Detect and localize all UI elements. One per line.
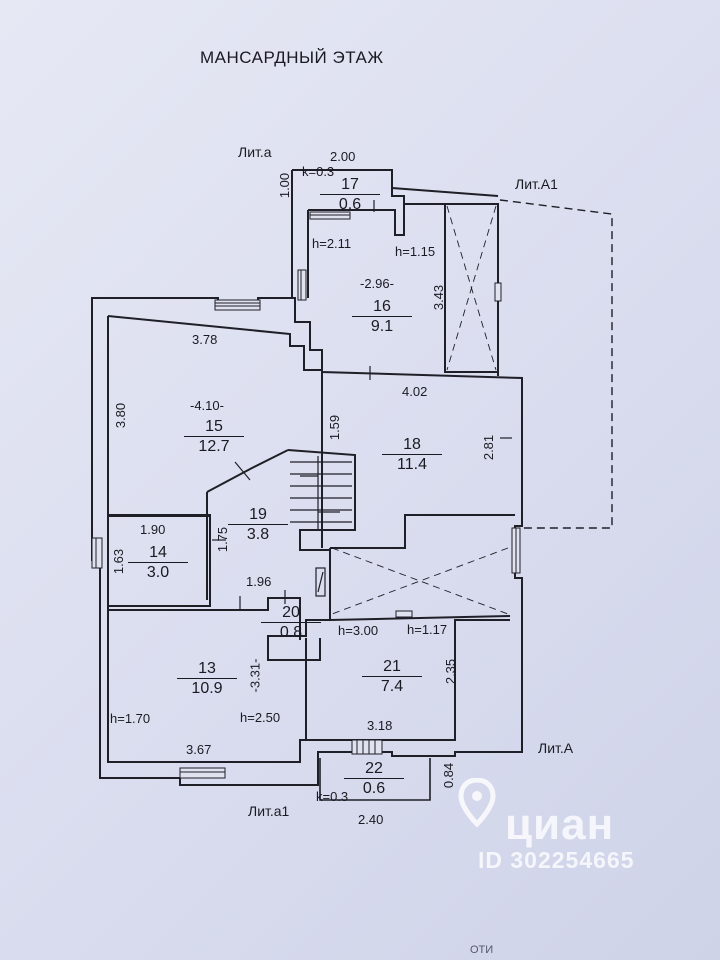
room-17-number: 17: [341, 176, 359, 193]
room-14-area: 3.0: [128, 562, 188, 582]
room-22-number: 22: [365, 760, 383, 777]
watermark-id: ID 302254665: [478, 847, 635, 873]
room-15-area: 12.7: [184, 436, 244, 456]
room-15: 15 12.7: [184, 418, 244, 456]
voids: [331, 205, 509, 615]
dim-1-59: 1.59: [327, 414, 343, 441]
dim-3-78: 3.78: [192, 332, 218, 347]
h-3-00: h=3.00: [338, 623, 379, 638]
room-20-area: 0.8: [261, 622, 321, 642]
lit-a-label: Лит.а: [238, 144, 272, 160]
room-22-area: 0.6: [344, 778, 404, 798]
room-19-area: 3.8: [228, 524, 288, 544]
dim-4-10: -4.10-: [190, 398, 224, 413]
wall-16: [292, 169, 499, 376]
room-16-number: 16: [373, 298, 391, 315]
room-18: 18 11.4: [382, 436, 442, 474]
dim-1-90: 1.90: [140, 522, 166, 537]
room-13: 13 10.9: [177, 660, 237, 698]
page-title: МАНСАРДНЫЙ ЭТАЖ: [200, 48, 384, 67]
room-21: 21 7.4: [362, 658, 422, 696]
dim-3-18: 3.18: [367, 718, 393, 733]
room-16: 16 9.1: [352, 298, 412, 336]
stair-wall: [287, 449, 356, 551]
dim-0-84: 0.84: [441, 762, 457, 789]
dim-2-35: 2.35: [443, 658, 459, 685]
dim-3-80: 3.80: [113, 402, 129, 429]
dim-1-63: 1.63: [111, 548, 127, 575]
dim-2-96: -2.96-: [360, 276, 394, 291]
room-13-area: 10.9: [177, 678, 237, 698]
footer-fragment: ОТИ: [470, 944, 494, 956]
dim-1-96: 1.96: [246, 574, 272, 589]
wall-19-top: [206, 449, 289, 493]
windows: [91, 211, 521, 779]
room-18-number: 18: [403, 436, 421, 453]
inner-wall-left: [107, 316, 307, 763]
wall-13: [108, 597, 301, 640]
dim-3-43: 3.43: [431, 284, 447, 311]
room-13-number: 13: [198, 660, 216, 677]
h-2-11: h=2.11: [312, 236, 352, 251]
h-1-17: h=1.17: [407, 622, 448, 637]
door-ticks: [212, 200, 512, 610]
stairs: [290, 456, 352, 530]
inner-wall-15: [107, 315, 322, 371]
dim-1-00: 1.00: [277, 172, 293, 199]
dim-2-81: 2.81: [481, 434, 497, 461]
dim-2-00: 2.00: [330, 149, 356, 164]
lit-a1-label: Лит.а1: [248, 803, 290, 819]
dim-4-02: 4.02: [402, 384, 428, 399]
k-0-3-top: k=0.3: [302, 164, 335, 179]
room-21-number: 21: [383, 658, 401, 675]
room-14-number: 14: [149, 544, 167, 561]
room-19: 19 3.8: [228, 506, 288, 544]
dim-2-40: 2.40: [358, 812, 384, 827]
room-20: 20 0.8: [261, 604, 321, 642]
room-22: 22 0.6: [344, 760, 404, 798]
room-15-number: 15: [205, 418, 223, 435]
room-17: 17 0.6: [320, 176, 380, 214]
outer-wall: [91, 297, 523, 786]
location-pin-icon: [458, 778, 496, 828]
room-20-number: 20: [282, 604, 300, 621]
room-19-number: 19: [249, 506, 267, 523]
watermark-brand: циан: [505, 800, 615, 849]
wall-20: [267, 548, 331, 661]
lit-A1-label: Лит.А1: [515, 176, 558, 192]
dim-1-75: 1.75: [215, 526, 231, 553]
room-21-area: 7.4: [362, 676, 422, 696]
h-1-15: h=1.15: [395, 244, 436, 259]
room-18-area: 11.4: [382, 454, 442, 474]
lit-a1-outline: [499, 199, 613, 529]
k-0-3-bottom: k=0.3: [316, 789, 349, 804]
room-16-area: 9.1: [352, 316, 412, 336]
room-22-outline: [319, 758, 431, 801]
lit-A-label: Лит.А: [538, 740, 574, 756]
dim-3-67: 3.67: [186, 742, 212, 757]
wall-18-bottom: [330, 514, 515, 549]
walls: [91, 169, 613, 801]
room-14: 14 3.0: [128, 544, 188, 582]
dim-3-31: -3.31-: [247, 658, 263, 693]
room-17-area: 0.6: [320, 194, 380, 214]
h-2-50: h=2.50: [240, 710, 281, 725]
h-1-70: h=1.70: [110, 711, 151, 726]
